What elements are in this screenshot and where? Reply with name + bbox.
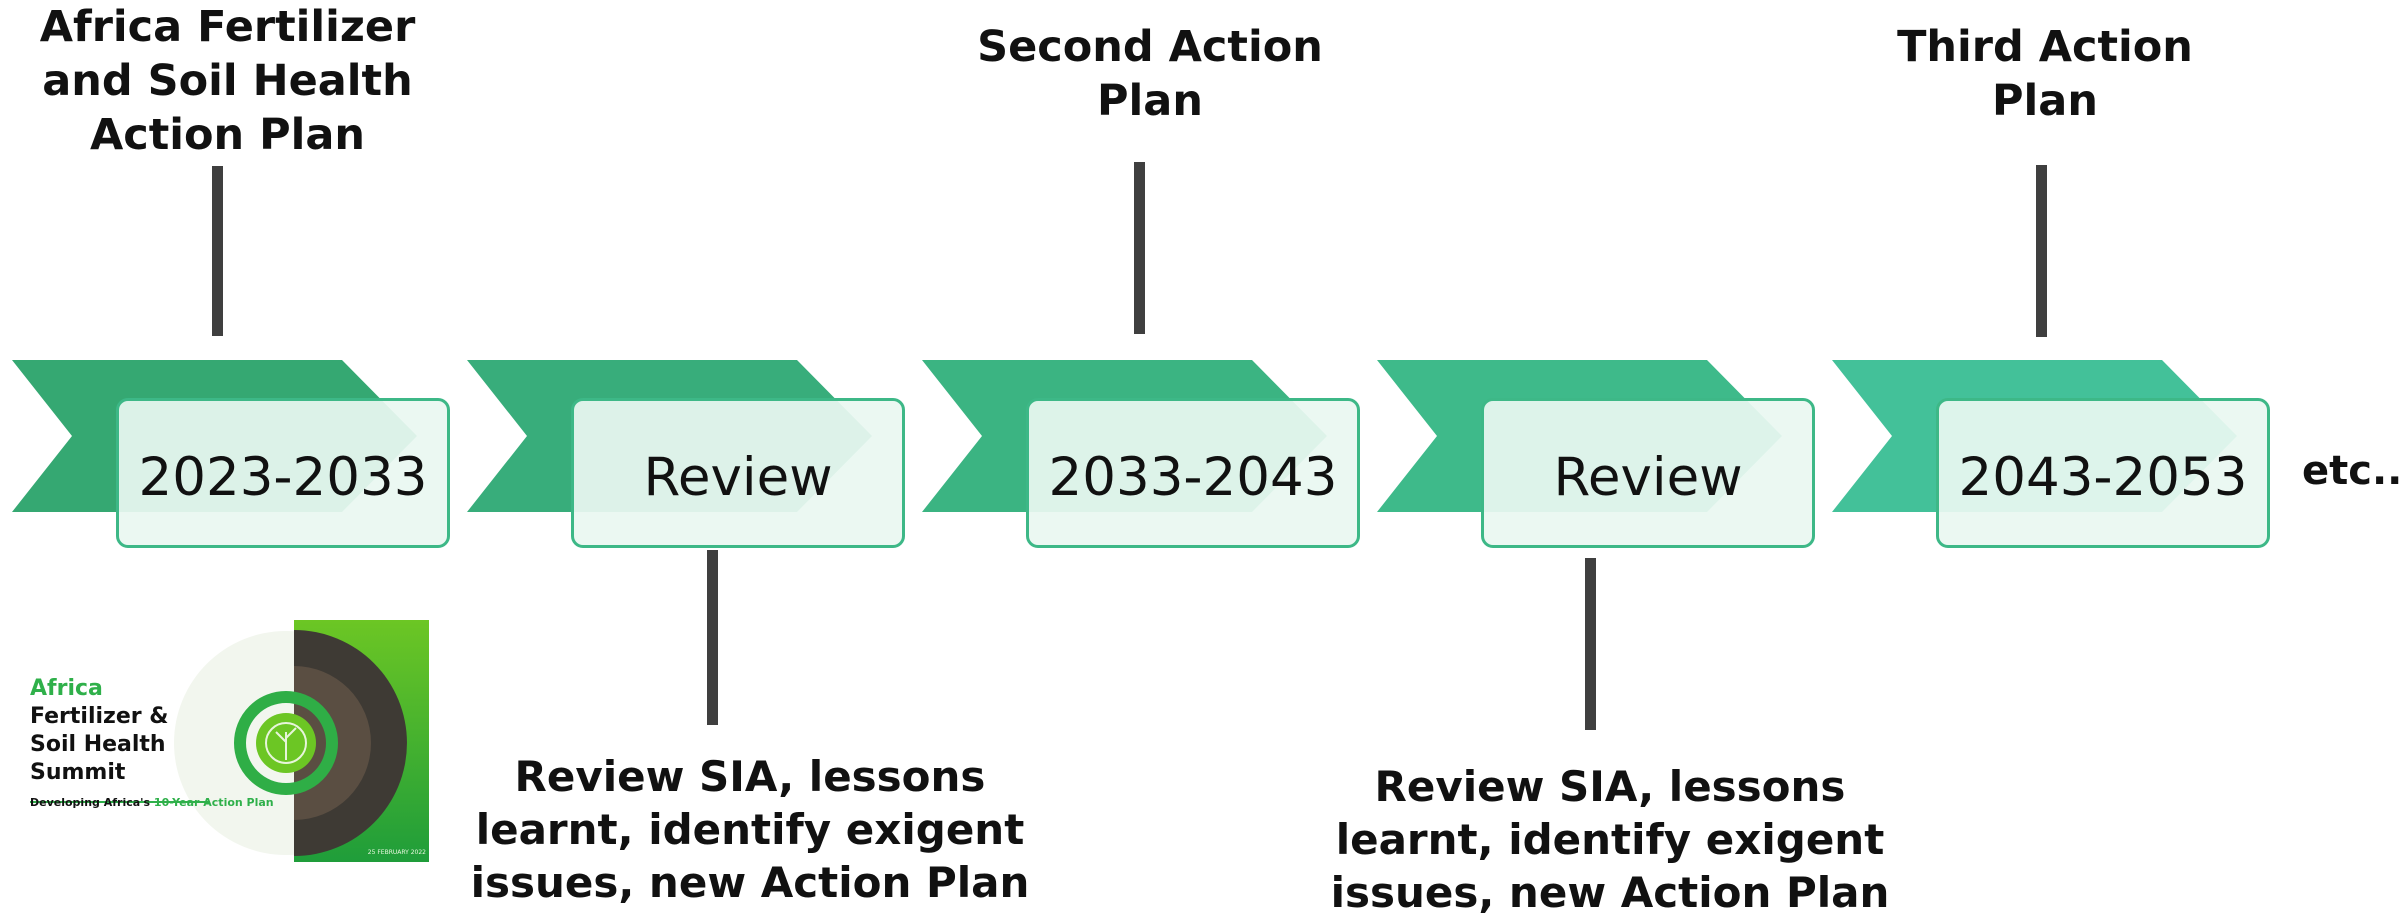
upper-label-1: Africa Fertilizer and Soil Health Action… (20, 0, 435, 162)
stage-box-3: 2033-2043 (1026, 398, 1360, 548)
summit-emblem (30, 620, 429, 862)
summit-title-line-1: Fertilizer & (30, 704, 169, 729)
connector-upper-2 (1134, 162, 1145, 334)
upper-label-1-line-2: and Soil Health (42, 56, 413, 106)
upper-label-1-line-3: Action Plan (89, 110, 366, 160)
upper-label-2: Second Action Plan (940, 20, 1360, 128)
lower-label-2-line-2: learnt, identify exigent (1335, 815, 1885, 864)
lower-label-2-line-1: Review SIA, lessons (1374, 762, 1846, 811)
stage-box-2: Review (571, 398, 905, 548)
lower-label-1-line-2: learnt, identify exigent (475, 805, 1025, 854)
summit-date: 25 FEBRUARY 2022 (367, 849, 426, 856)
lower-label-1-line-1: Review SIA, lessons (514, 752, 986, 801)
summit-title: Africa Fertilizer & Soil Health Summit (30, 675, 168, 787)
summit-logo: Africa Fertilizer & Soil Health Summit D… (24, 620, 434, 862)
upper-label-1-line-1: Africa Fertilizer (39, 2, 416, 52)
summit-title-line-3: Summit (30, 760, 126, 785)
upper-label-2-line-2: Plan (1097, 76, 1203, 126)
upper-label-3-line-1: Third Action (1897, 22, 2193, 72)
connector-upper-1 (212, 166, 223, 336)
upper-label-3: Third Action Plan (1845, 20, 2245, 128)
stage-4-label: Review (1553, 446, 1743, 508)
lower-label-2: Review SIA, lessons learnt, identify exi… (1315, 760, 1905, 919)
stage-box-4: Review (1481, 398, 1815, 548)
summit-title-line-2: Soil Health (30, 732, 166, 757)
lower-label-1: Review SIA, lessons learnt, identify exi… (455, 750, 1045, 909)
connector-lower-1 (707, 550, 718, 725)
stage-2-label: Review (643, 446, 833, 508)
summit-subtitle-prefix: Developing Africa's (30, 796, 154, 809)
stage-box-1: 2023-2033 (116, 398, 450, 548)
connector-upper-3 (2036, 165, 2047, 337)
stage-1-label: 2023-2033 (138, 446, 428, 508)
summit-subtitle-highlight: 10-Year Action Plan (153, 796, 274, 809)
continuation-text: etc.. (2302, 448, 2400, 494)
stage-5-label: 2043-2053 (1958, 446, 2248, 508)
connector-lower-2 (1585, 558, 1596, 730)
upper-label-2-line-1: Second Action (977, 22, 1323, 72)
lower-label-1-line-3: issues, new Action Plan (470, 858, 1030, 907)
stage-box-5: 2043-2053 (1936, 398, 2270, 548)
lower-label-2-line-3: issues, new Action Plan (1330, 868, 1890, 917)
upper-label-3-line-2: Plan (1992, 76, 2098, 126)
stage-3-label: 2033-2043 (1048, 446, 1338, 508)
summit-title-green: Africa (30, 676, 103, 701)
summit-subtitle: Developing Africa's 10-Year Action Plan (30, 796, 274, 809)
